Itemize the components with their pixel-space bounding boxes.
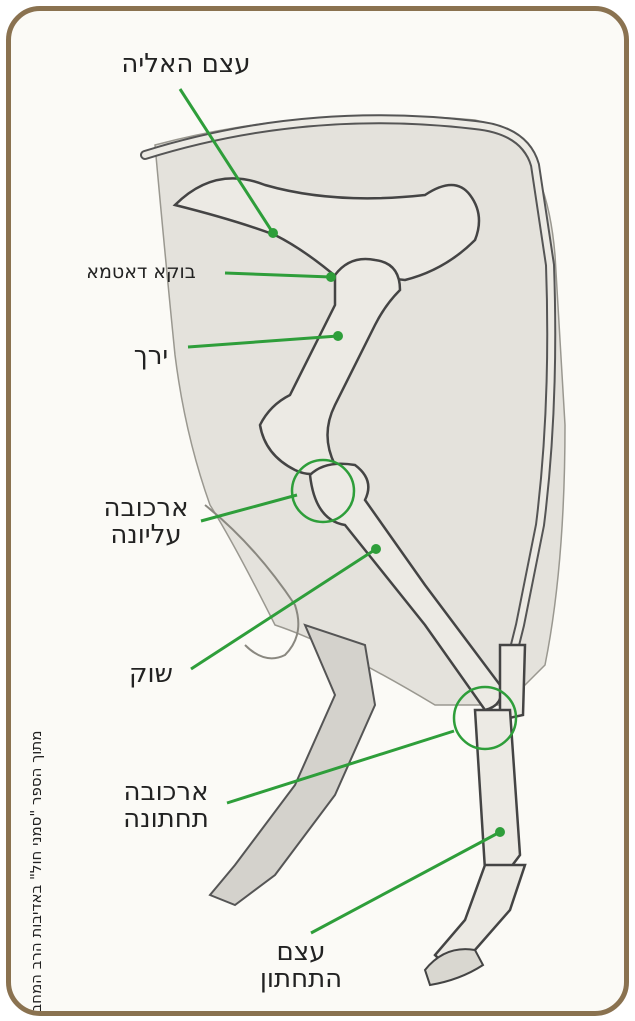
pelvis-pointer-dot <box>268 228 278 238</box>
diagram-frame: עצם האליה בוקא דאטמא ירך ארכובה עליונה ש… <box>6 6 629 1016</box>
label-hip-joint: בוקא דאטמא <box>51 263 231 283</box>
label-upper-joint: ארכובה עליונה <box>81 495 211 550</box>
hoof <box>425 949 483 985</box>
shank-pointer-dot <box>371 544 381 554</box>
label-thigh: ירך <box>111 343 191 370</box>
label-lower-bone: עצם התחתון <box>236 939 366 994</box>
label-pelvis: עצם האליה <box>81 51 291 78</box>
label-lower-joint: ארכובה תחתונה <box>101 779 231 834</box>
label-shank: שוק <box>111 661 191 688</box>
lower-bone-pointer-dot <box>495 827 505 837</box>
pastern-bone <box>435 865 525 965</box>
cannon-bone <box>475 710 520 875</box>
hip-pointer-dot <box>326 272 336 282</box>
thigh-pointer-dot <box>333 331 343 341</box>
source-credit: מתוך הספר "סמני חול" באדיבות הרב המחבר <box>27 731 45 1016</box>
